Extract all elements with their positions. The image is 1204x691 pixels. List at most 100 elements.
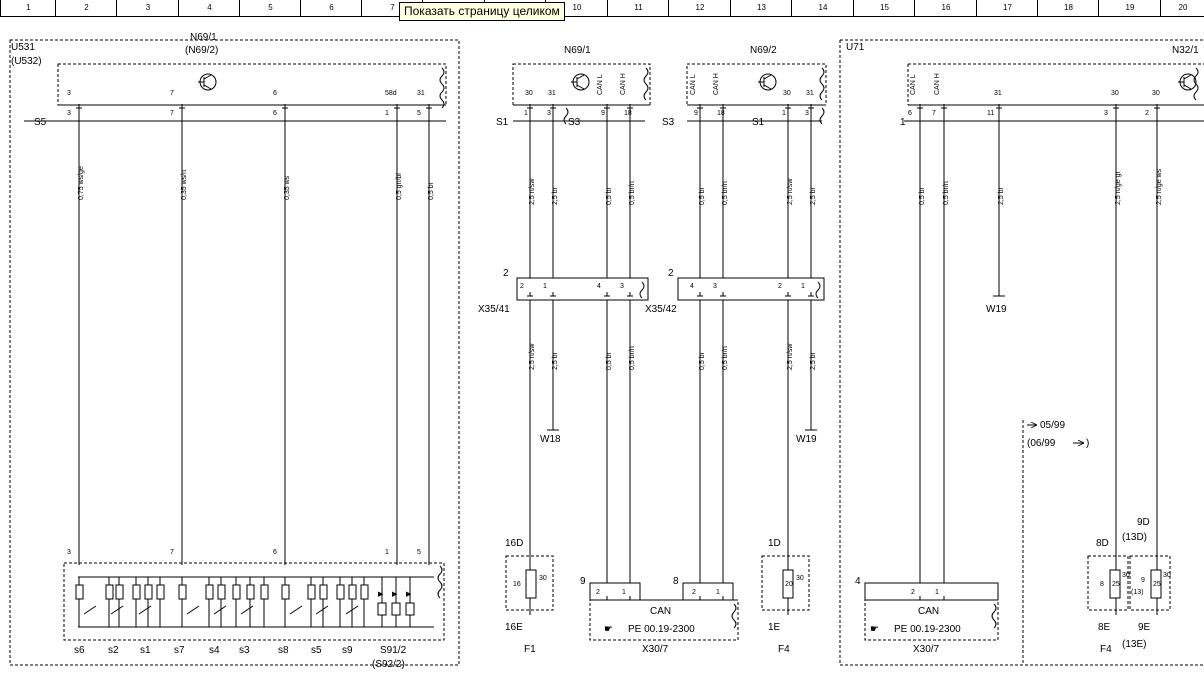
mid-left-lower-label-3: 0,5 br/rt bbox=[629, 346, 636, 370]
can-right-num: 4 bbox=[855, 576, 861, 587]
switch-contact bbox=[315, 605, 329, 615]
resistor bbox=[205, 584, 214, 600]
mid-right-lower-label-3: 2,5 br bbox=[810, 351, 817, 370]
left-wire-label-4: 0,5 br bbox=[428, 181, 435, 200]
mid-right-pin-label-3: 31 bbox=[806, 90, 814, 97]
switch-label-s6: s6 bbox=[74, 645, 85, 656]
left-pin-label-1: 7 bbox=[170, 90, 174, 97]
mid-right-lower-label-1: 0,5 br/rt bbox=[722, 346, 729, 370]
f4-right-name: F4 bbox=[1100, 644, 1112, 655]
column-ruler: 1234567891011121314151617181920 bbox=[0, 0, 1204, 17]
ruler-column-14: 14 bbox=[791, 0, 854, 16]
mid-left-conn-pin-3: 3 bbox=[620, 283, 624, 290]
mid-left-lower-label-1: 2,5 br bbox=[552, 351, 559, 370]
mid-right-upper-label-2: 2,5 rt/sw bbox=[787, 178, 794, 205]
left-wire-label-0: 0,75 ws/ge bbox=[78, 166, 85, 200]
can-right-ref: PE 00.19-2300 bbox=[894, 624, 961, 635]
n69-2-mid-label: N69/2 bbox=[750, 45, 777, 56]
switch-label-s5: s5 bbox=[311, 645, 322, 656]
left-pin-number-1: 7 bbox=[170, 110, 174, 117]
mid-right-upper-label-0: 0,5 br bbox=[699, 186, 706, 205]
left-pin-label-4: 31 bbox=[417, 90, 425, 97]
ruler-column-6: 6 bbox=[300, 0, 362, 16]
resistor bbox=[115, 584, 124, 600]
ruler-column-13: 13 bbox=[730, 0, 792, 16]
right-pin-number-2: 11 bbox=[987, 110, 994, 117]
mid-left-pin-number-3: 18 bbox=[624, 110, 632, 117]
u71-label: U71 bbox=[846, 42, 865, 53]
left-pin-number-0: 3 bbox=[67, 110, 71, 117]
mid-right-pin-label-0: CAN L bbox=[690, 74, 697, 95]
diode-icon: ▶ bbox=[406, 591, 412, 598]
mid-left-conn-pin-0: 2 bbox=[520, 283, 524, 290]
f8-top: 8D bbox=[1096, 538, 1109, 549]
resistor bbox=[246, 584, 255, 600]
right-pin-number-0: 6 bbox=[908, 110, 912, 117]
switch-contact bbox=[289, 605, 303, 615]
u71-frame bbox=[839, 40, 1204, 666]
f9-bottom-alt: (13E) bbox=[1122, 639, 1146, 650]
resistor bbox=[232, 584, 241, 600]
f4-mid-bottom: 1E bbox=[768, 622, 781, 633]
right-pin-label-1: CAN H bbox=[934, 73, 941, 95]
f4-mid-value: 20 bbox=[785, 581, 793, 588]
left-wire-label-3: 0,5 gn/bl bbox=[396, 173, 403, 200]
switch-contact bbox=[186, 605, 200, 615]
right-wire-label-3: 2,5 rt/ge gr bbox=[1115, 170, 1122, 205]
switch-contact bbox=[240, 605, 254, 615]
f9-amps: 30 bbox=[1163, 572, 1171, 579]
mid-left-pin-number-1: 3 bbox=[547, 110, 551, 117]
date-0699: (06/99 bbox=[1027, 438, 1056, 449]
ruler-column-16: 16 bbox=[914, 0, 977, 16]
can-right-label: CAN bbox=[918, 606, 939, 617]
left-pin-number-3: 1 bbox=[385, 110, 389, 117]
mid-right-conn-pin-0: 4 bbox=[690, 283, 694, 290]
mid-left-pin-number-0: 1 bbox=[524, 110, 528, 117]
f8-amps-b: 25 bbox=[1112, 581, 1120, 588]
mid-right-lower-label-0: 0,5 br bbox=[699, 351, 706, 370]
mid-left-pin-label-3: CAN H bbox=[620, 73, 627, 95]
w19-ground-right: W19 bbox=[986, 304, 1007, 315]
ruler-column-5: 5 bbox=[239, 0, 301, 16]
mid-left-upper-label-1: 2,5 br bbox=[552, 186, 559, 205]
switch-label-s4: s4 bbox=[209, 645, 220, 656]
mid-right-conn-pin-2: 2 bbox=[778, 283, 782, 290]
x35-42-num: 2 bbox=[668, 268, 674, 279]
left-wire-label-1: 0,35 ws/rt bbox=[181, 170, 188, 200]
mid-left-pin-number-2: 9 bbox=[601, 110, 605, 117]
n69-2-label: (N69/2) bbox=[185, 45, 218, 56]
w19-ground-mid: W19 bbox=[796, 434, 817, 445]
mid-right-upper-label-3: 2,5 br bbox=[810, 186, 817, 205]
s5-label: S5 bbox=[34, 117, 47, 128]
mid-right-pin-number-0: 9 bbox=[694, 110, 698, 117]
can-right-ref-icon: ☛ bbox=[870, 624, 879, 635]
switch-contact bbox=[83, 605, 97, 615]
can-center-ref-icon: ☛ bbox=[604, 624, 613, 635]
switch-contact bbox=[345, 605, 359, 615]
can-center-label: CAN bbox=[650, 606, 671, 617]
can-center-ref: PE 00.19-2300 bbox=[628, 624, 695, 635]
f9-amps-b: 25 bbox=[1153, 581, 1161, 588]
date-0699-end: ) bbox=[1086, 438, 1089, 449]
can-right-pin-1: 1 bbox=[935, 589, 939, 596]
left-pin-number-4: 5 bbox=[417, 110, 421, 117]
can-center-num-right: 8 bbox=[673, 576, 679, 587]
right-wire-label-4: 2,5 rt/ge ws bbox=[1156, 168, 1163, 205]
lamp bbox=[377, 602, 387, 616]
left-node-num-4: 5 bbox=[417, 549, 421, 556]
resistor bbox=[144, 584, 153, 600]
f4-mid-name: F4 bbox=[778, 644, 790, 655]
mid-left-upper-label-0: 2,5 rt/sw bbox=[529, 178, 536, 205]
mid-right-pin-number-1: 18 bbox=[717, 110, 725, 117]
f8-amps: 30 bbox=[1122, 572, 1130, 579]
can-center-name: X30/7 bbox=[642, 644, 669, 655]
resistor bbox=[281, 584, 290, 600]
right-wire-label-0: 0,5 br bbox=[919, 186, 926, 205]
x35-42-label: X35/42 bbox=[645, 304, 677, 315]
f8-value: 8 bbox=[1100, 581, 1104, 588]
left-pin-number-2: 6 bbox=[273, 110, 277, 117]
ruler-column-1: 1 bbox=[0, 0, 56, 16]
mid-right-conn-pin-1: 3 bbox=[713, 283, 717, 290]
mid-left-pin-label-1: 31 bbox=[548, 90, 556, 97]
